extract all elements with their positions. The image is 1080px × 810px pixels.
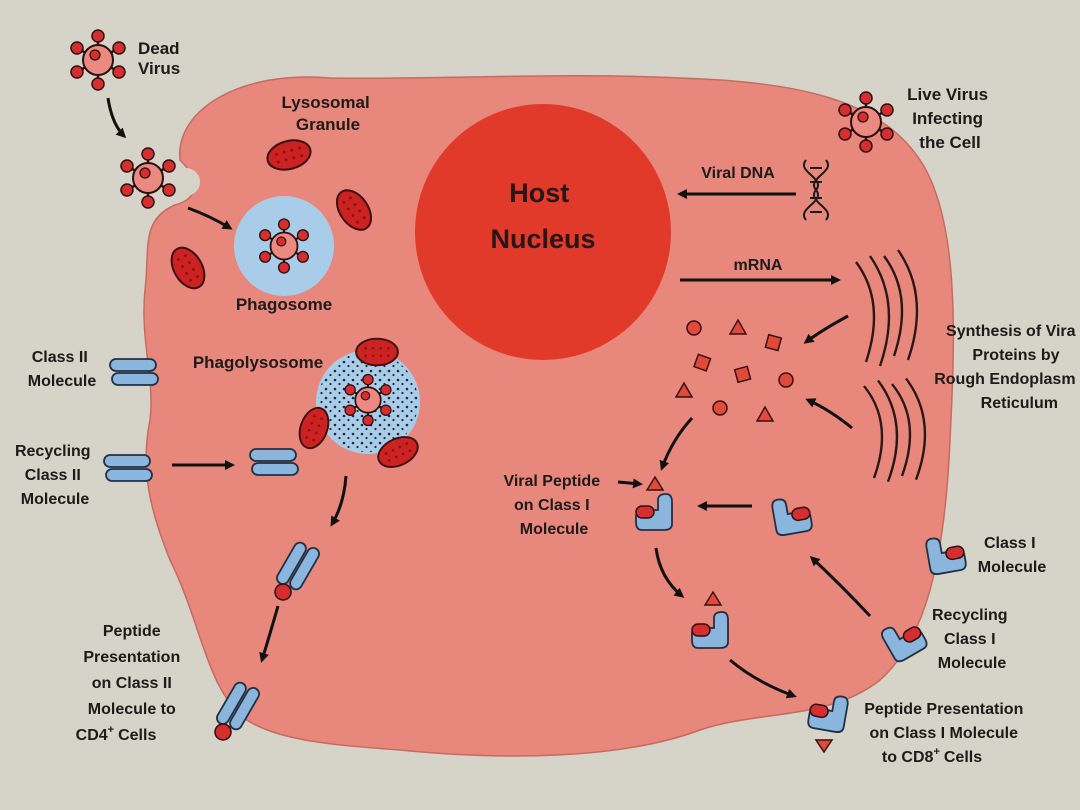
dead-virus (69, 28, 127, 92)
recycling-class-i-label: Recycling Class I Molecule (932, 607, 1012, 672)
live-virus-label: Live Virus Infecting the Cell (907, 85, 993, 152)
dead-virus-label: Dead Virus (138, 39, 184, 78)
pathway-arrows (106, 97, 872, 699)
viral-peptide-label: Viral Peptide on Class I Molecule (503, 473, 604, 538)
class-ii-molecule-label: Class II Molecule (28, 349, 97, 390)
host-cell (143, 74, 955, 757)
mrna-label: mRNA (734, 257, 783, 274)
entering-virus (119, 146, 177, 210)
phagolysosome-label: Phagolysosome (193, 353, 323, 372)
class-i-molecule (924, 532, 968, 577)
class-i-presenting (806, 690, 850, 754)
lysosomal-granule-label: Lysosomal Granule (282, 93, 375, 134)
synthesis-label: Synthesis of Vira Proteins by Rough Endo… (934, 323, 1080, 412)
class-i-transport (691, 590, 729, 649)
phagolysosome (293, 337, 424, 474)
viral-dna-label: Viral DNA (701, 165, 775, 182)
peptide-class-i-label: Peptide Presentation on Class I Molecule… (864, 701, 1028, 766)
recycling-class-ii-molecule (103, 454, 153, 482)
viral-dna-helix (802, 159, 830, 221)
host-nucleus (415, 104, 671, 360)
host-nucleus-label: Host Nucleus (490, 178, 595, 254)
recycling-class-ii-label: Recycling Class II Molecule (15, 443, 95, 508)
class-i-molecule-label: Class I Molecule (978, 535, 1047, 576)
phagosome-label: Phagosome (236, 295, 332, 314)
class-ii-with-peptide (273, 537, 323, 601)
class-ii-presenting (213, 677, 263, 741)
peptide-class-ii-label: Peptide Presentation on Class II Molecul… (76, 623, 185, 744)
viral-proteins (674, 318, 794, 422)
class-i-with-viral-peptide (635, 475, 673, 531)
